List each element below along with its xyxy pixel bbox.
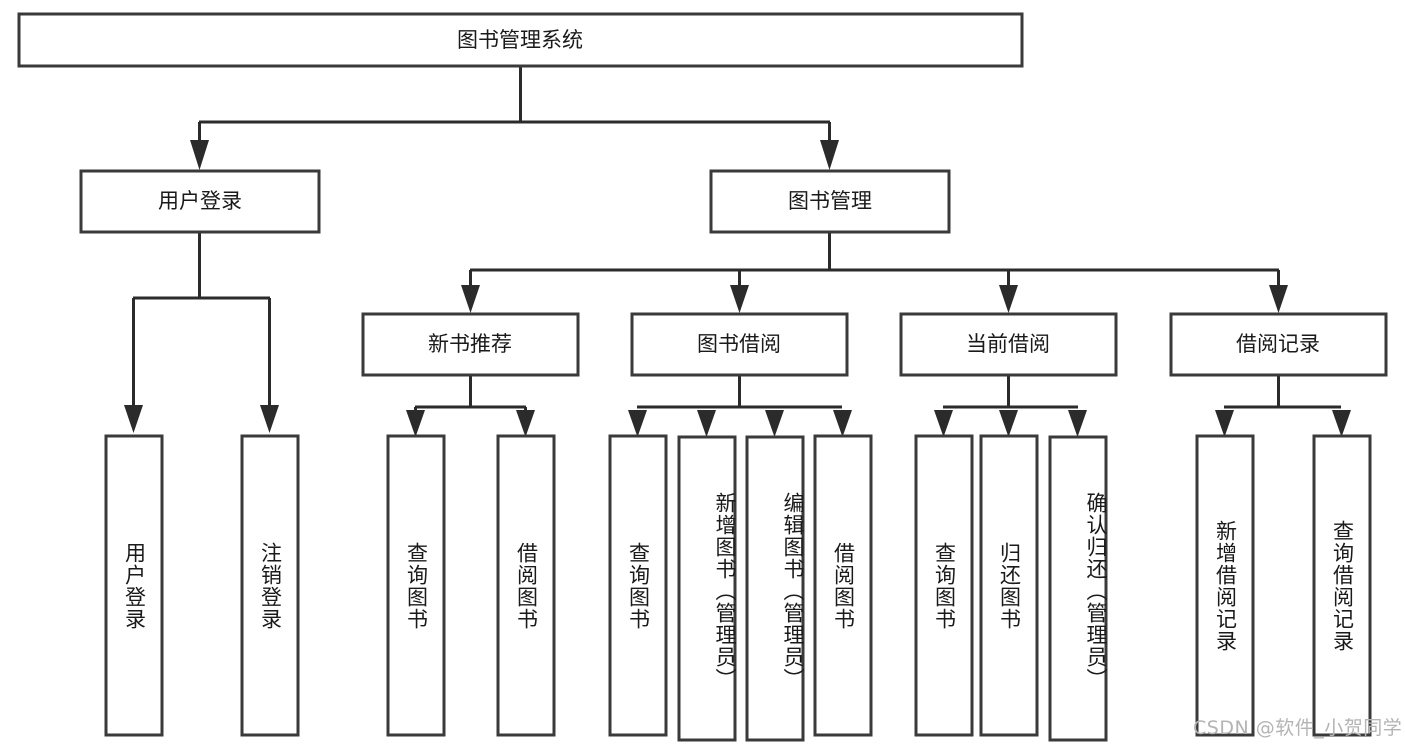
- node-user-login[interactable]: 用户登录: [79, 169, 321, 234]
- arrowhead-leaf-query-borrow-record: [1332, 410, 1351, 437]
- node-borrow-record-box[interactable]: [1169, 312, 1388, 377]
- arrowhead-leaf-return-book: [999, 410, 1018, 437]
- node-root-box[interactable]: [17, 12, 1024, 68]
- node-book-borrow[interactable]: 图书借阅: [630, 312, 849, 377]
- node-leaf-add-book-admin-box[interactable]: [677, 435, 737, 742]
- arrowhead-leaf-query-book-2: [628, 410, 647, 437]
- arrowhead-leaf-query-book-3: [934, 410, 953, 437]
- arrowhead-leaf-user-login: [124, 405, 143, 433]
- connector-group-borrow-record: [1215, 375, 1351, 437]
- connector-group-root: [190, 66, 839, 170]
- node-new-book-recommend[interactable]: 新书推荐: [361, 312, 580, 377]
- connector-group-user-login: [124, 232, 279, 433]
- node-root[interactable]: 图书管理系统: [17, 12, 1024, 68]
- node-leaf-query-book-3-box[interactable]: [914, 434, 974, 737]
- node-book-borrow-box[interactable]: [630, 312, 849, 377]
- node-leaf-query-borrow-record-box[interactable]: [1312, 434, 1372, 737]
- arrowhead-leaf-edit-book-admin: [765, 410, 784, 437]
- node-new-book-recommend-box[interactable]: [361, 312, 580, 377]
- node-leaf-query-book-1-box[interactable]: [386, 434, 446, 737]
- arrowhead-leaf-logout-login: [260, 405, 279, 433]
- arrowhead-to-current-borrow: [999, 285, 1018, 313]
- csdn-watermark: CSDN @软件_小贺同学: [1193, 717, 1403, 739]
- node-borrow-record-label: 借阅记录: [1236, 332, 1320, 356]
- arrowhead-to-user-login: [190, 140, 209, 170]
- node-book-borrow-label: 图书借阅: [697, 332, 781, 356]
- node-book-management-box[interactable]: [709, 169, 951, 234]
- node-current-borrow-label: 当前借阅: [966, 332, 1050, 356]
- arrowhead-leaf-query-book-1: [406, 410, 425, 437]
- node-leaf-logout-login-box[interactable]: [240, 434, 300, 737]
- arrowhead-leaf-confirm-return-admin: [1068, 410, 1087, 437]
- node-leaf-add-borrow-record-box[interactable]: [1195, 434, 1255, 737]
- node-current-borrow[interactable]: 当前借阅: [899, 312, 1118, 377]
- node-root-label: 图书管理系统: [457, 28, 583, 52]
- node-leaf-user-login-box[interactable]: [104, 434, 164, 737]
- arrowhead-to-borrow-record: [1269, 285, 1288, 313]
- node-leaf-borrow-book-2-box[interactable]: [813, 434, 873, 737]
- node-user-login-label: 用户登录: [158, 189, 242, 213]
- connector-group-book-management: [461, 232, 1288, 313]
- arrowhead-leaf-add-book-admin: [697, 410, 716, 437]
- node-book-management-label: 图书管理: [788, 189, 872, 213]
- connector-group-new-book-recommend: [406, 375, 535, 437]
- node-new-book-recommend-label: 新书推荐: [428, 332, 512, 356]
- node-leaf-return-book-box[interactable]: [979, 434, 1039, 737]
- node-current-borrow-box[interactable]: [899, 312, 1118, 377]
- node-leaf-borrow-book-1-box[interactable]: [496, 434, 556, 737]
- arrowhead-to-new-book-recommend: [461, 285, 480, 313]
- connector-group-current-borrow: [934, 375, 1087, 437]
- node-user-login-box[interactable]: [79, 169, 321, 234]
- node-leaf-query-book-2-box[interactable]: [608, 434, 668, 737]
- node-borrow-record[interactable]: 借阅记录: [1169, 312, 1388, 377]
- arrowhead-to-book-borrow: [730, 285, 749, 313]
- node-leaf-edit-book-admin-box[interactable]: [745, 435, 805, 742]
- arrowhead-leaf-borrow-book-1: [516, 410, 535, 437]
- arrowhead-to-book-management: [820, 140, 839, 170]
- arrowhead-leaf-add-borrow-record: [1215, 410, 1234, 437]
- arrowhead-leaf-borrow-book-2: [833, 410, 852, 437]
- node-leaf-confirm-return-admin-box[interactable]: [1048, 435, 1108, 742]
- node-book-management[interactable]: 图书管理: [709, 169, 951, 234]
- connector-group-book-borrow: [628, 375, 852, 437]
